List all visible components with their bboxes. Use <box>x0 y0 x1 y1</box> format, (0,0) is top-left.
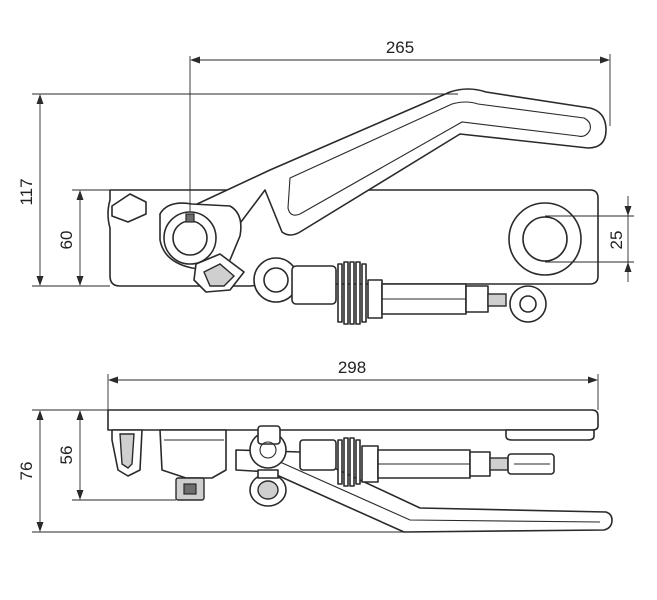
side-rod-hex <box>361 445 379 483</box>
side-top-plate <box>107 409 599 431</box>
top-latch-tab <box>111 193 147 223</box>
top-dimensions: 265 117 60 25 <box>17 38 634 287</box>
dim-side-height-inner: 56 <box>57 446 76 465</box>
side-pivot-top <box>257 425 281 445</box>
side-spring <box>337 437 361 487</box>
top-lever-handle <box>179 88 607 251</box>
top-rod-thread <box>487 293 507 307</box>
side-bracket <box>159 429 227 479</box>
top-rod-clevis <box>291 265 337 305</box>
side-rod-nut <box>469 451 491 477</box>
top-spring <box>337 261 367 325</box>
top-rod-hex <box>367 279 383 319</box>
dim-side-height-outer: 76 <box>17 462 36 481</box>
top-mount-hole-inner <box>522 216 568 262</box>
top-rod-nut <box>465 285 489 313</box>
side-rod-clevis <box>299 439 337 471</box>
top-rod-eye-inner <box>263 267 289 293</box>
dim-top-height-outer: 117 <box>17 178 36 205</box>
side-jaw-inner <box>119 433 135 469</box>
top-rod-end-eye-inner <box>519 295 537 313</box>
dim-hole-diameter: 25 <box>607 231 626 250</box>
top-pivot-pin <box>185 213 195 223</box>
top-pivot-hole <box>172 220 208 256</box>
side-dimensions: 298 76 56 <box>17 358 599 533</box>
side-lower-nut-core <box>183 483 197 495</box>
dim-top-height-inner: 60 <box>57 231 76 250</box>
top-view <box>107 88 607 325</box>
dim-side-width: 298 <box>338 358 366 377</box>
dim-top-width: 265 <box>386 38 414 57</box>
side-end-block <box>505 429 595 441</box>
side-rod-thread <box>489 457 509 471</box>
side-view <box>107 409 613 533</box>
top-hook-inner <box>203 263 236 287</box>
top-lever-slot <box>287 101 591 216</box>
